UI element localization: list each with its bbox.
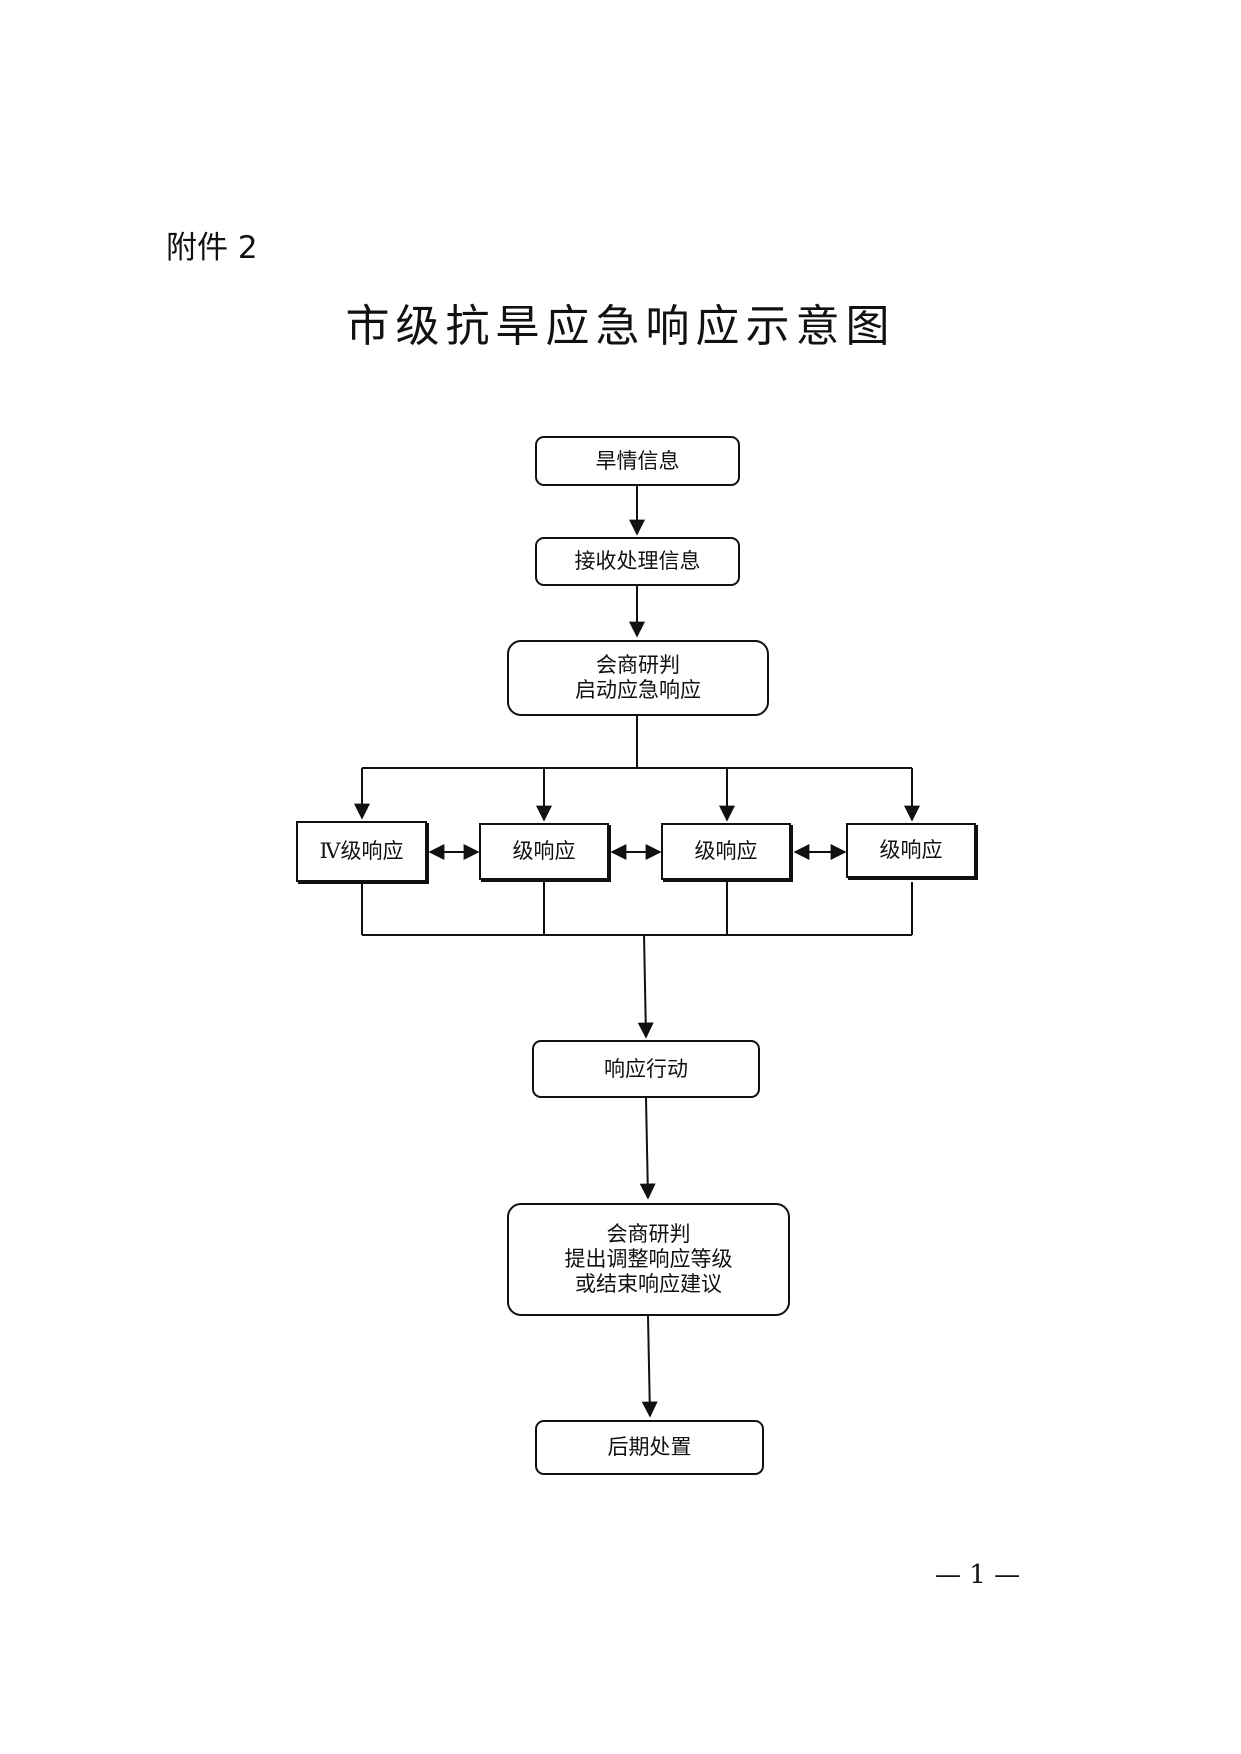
page-number: — 1 —: [935, 1560, 1021, 1590]
node-consult-start-line-1: 会商研判: [596, 653, 680, 677]
arrow-to-aftermath: [641, 1315, 658, 1418]
node-consult-adjust: 会商研判 提出调整响应等级 或结束响应建议: [507, 1203, 790, 1316]
arrow-to-adjust: [639, 1097, 656, 1200]
node-level-2-label: 级响应: [694, 839, 758, 863]
node-consult-adjust-line-2: 提出调整响应等级: [564, 1247, 733, 1271]
node-level-3-label: 级响应: [512, 839, 576, 863]
node-level-4-response: Ⅳ级响应: [296, 821, 427, 882]
node-consult-adjust-line-3: 或结束响应建议: [575, 1272, 722, 1296]
node-consult-start-line-2: 启动应急响应: [575, 678, 701, 702]
node-level-2-response: 级响应: [661, 823, 791, 880]
node-consult-start: 会商研判 启动应急响应: [507, 640, 769, 716]
page-title: 市级抗旱应急响应示意图: [345, 301, 896, 352]
attachment-label: 附件 2: [166, 230, 258, 266]
node-aftermath-label: 后期处置: [607, 1435, 692, 1459]
node-response-action: 响应行动: [532, 1040, 760, 1098]
node-receive-info-label: 接收处理信息: [574, 549, 701, 573]
node-consult-adjust-line-1: 会商研判: [606, 1222, 691, 1246]
node-aftermath: 后期处置: [535, 1420, 764, 1475]
node-level-1-label: 级响应: [879, 838, 943, 862]
arrow-to-action: [637, 934, 654, 1039]
node-drought-info: 旱情信息: [535, 436, 740, 486]
node-level-4-label: Ⅳ级响应: [319, 839, 404, 863]
node-receive-info: 接收处理信息: [535, 537, 740, 586]
node-response-action-label: 响应行动: [604, 1056, 688, 1081]
node-level-3-response: 级响应: [479, 823, 609, 880]
node-drought-info-label: 旱情信息: [595, 448, 680, 473]
node-level-1-response: 级响应: [846, 823, 976, 878]
